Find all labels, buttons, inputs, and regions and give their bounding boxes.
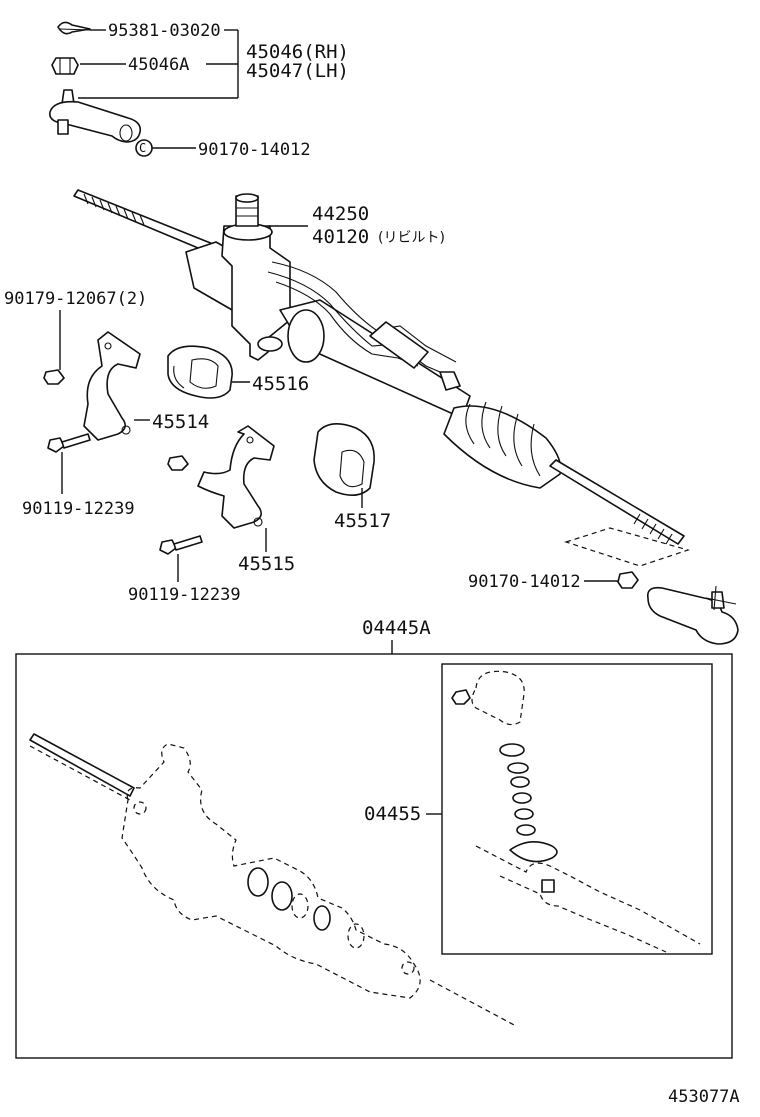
kit-04455-box bbox=[441, 663, 713, 955]
nut-small-part[interactable] bbox=[43, 369, 65, 385]
label-bolt-bottom: 90119-12239 bbox=[128, 585, 241, 605]
label-lock-nut-top: 90170-14012 bbox=[198, 140, 311, 160]
label-bolt-2: 90179-12067(2) bbox=[4, 289, 147, 309]
grommet-45517-part[interactable] bbox=[313, 423, 375, 496]
kit-04455-seal-set[interactable] bbox=[451, 670, 701, 953]
bolt-left-part[interactable] bbox=[47, 433, 91, 453]
label-kit-04455: 04455 bbox=[364, 803, 421, 825]
bolt-bottom-part[interactable] bbox=[159, 535, 203, 555]
bracket-45514-part[interactable] bbox=[83, 331, 141, 441]
label-gear-assy: 44250 bbox=[312, 203, 369, 225]
grommet-45516-part[interactable] bbox=[167, 345, 233, 399]
label-nut-45046a: 45046A bbox=[128, 55, 189, 75]
label-kit-04445a: 04445A bbox=[362, 617, 431, 639]
tie-rod-end-part[interactable] bbox=[49, 89, 142, 143]
bracket-45515-part[interactable] bbox=[197, 425, 275, 529]
tie-rod-end-right-part[interactable] bbox=[646, 585, 739, 645]
nut-mid-part[interactable] bbox=[167, 455, 189, 471]
kit-04445a-box bbox=[15, 653, 733, 1059]
label-bracket-45515: 45515 bbox=[238, 553, 295, 575]
lock-nut-right-part[interactable] bbox=[617, 571, 639, 589]
label-bolt-left: 90119-12239 bbox=[22, 499, 135, 519]
label-grommet-45516: 45516 bbox=[252, 373, 309, 395]
label-tie-rod-end-lh: 45047(LH) bbox=[246, 60, 349, 82]
steering-gear-assembly[interactable] bbox=[73, 189, 691, 567]
lock-nut-top-part[interactable]: C bbox=[135, 139, 153, 157]
label-gear-rebuilt: 40120 bbox=[312, 226, 369, 248]
kit-04445a-outline[interactable] bbox=[29, 733, 517, 1027]
label-cotter-pin: 95381-03020 bbox=[108, 21, 221, 41]
label-tie-rod-end-rh: 45046(RH) bbox=[246, 41, 349, 63]
castle-nut-part[interactable] bbox=[51, 57, 79, 75]
label-bracket-45514: 45514 bbox=[152, 411, 209, 433]
diagram-code: 453077A bbox=[668, 1087, 740, 1107]
label-rebuilt-note: (リビルト) bbox=[378, 230, 445, 246]
label-lock-nut-right: 90170-14012 bbox=[468, 572, 581, 592]
cotter-pin-part[interactable] bbox=[57, 21, 91, 35]
label-grommet-45517: 45517 bbox=[334, 510, 391, 532]
svg-text:C: C bbox=[139, 141, 146, 155]
